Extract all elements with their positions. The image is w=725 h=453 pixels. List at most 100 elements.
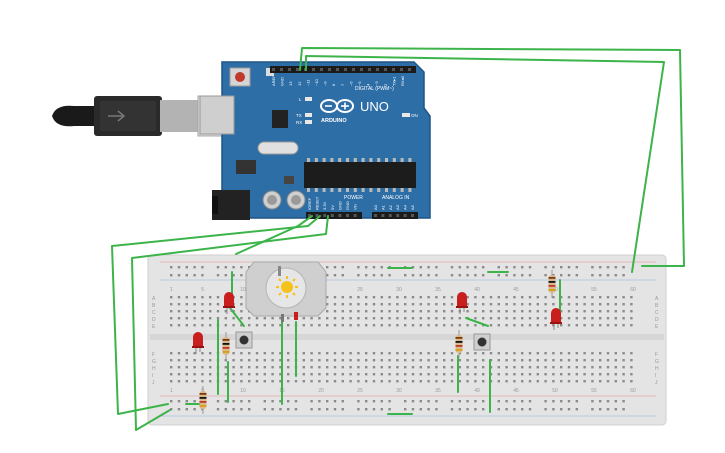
pin-label: TX▸1 <box>391 76 396 86</box>
push-button-1[interactable] <box>235 331 253 349</box>
pin-label: GND <box>280 77 285 86</box>
reset-button-cap[interactable] <box>235 72 245 82</box>
wire-mid-diag[interactable] <box>465 317 489 327</box>
pin-label: ~5 <box>357 81 362 86</box>
row-letter: G <box>655 359 659 365</box>
column-number: 10 <box>240 287 246 293</box>
pin-label: A0 <box>373 204 378 210</box>
row-letter: H <box>655 366 659 372</box>
column-number: 20 <box>318 388 324 394</box>
arduino-uno-board[interactable]: L TX RX ON UNO ARDUINO DIGITAL (PWM~) PO… <box>199 61 431 220</box>
pin-label: GND <box>337 201 342 210</box>
pin-label: ~11 <box>305 79 310 86</box>
pin-label: 5V <box>330 205 335 210</box>
rx-led-label: RX <box>296 120 302 125</box>
breadboard-center-channel <box>150 334 664 340</box>
row-letter: E <box>152 324 156 330</box>
column-number: 55 <box>591 388 597 394</box>
column-number: 55 <box>591 287 597 293</box>
red-led-2[interactable] <box>192 332 204 354</box>
row-letter: F <box>152 352 155 358</box>
pin-label: 7 <box>340 83 345 86</box>
pin-label: Vin <box>353 204 358 210</box>
resistor-1[interactable] <box>222 332 230 360</box>
resistor-4[interactable] <box>548 270 556 298</box>
wire-pin12-to-right-column[interactable] <box>305 55 665 273</box>
row-letter: C <box>152 310 156 316</box>
power-header[interactable] <box>306 212 362 219</box>
column-number: 40 <box>474 287 480 293</box>
board-brand: ARDUINO <box>321 118 347 124</box>
usb-chip <box>272 110 288 128</box>
power-jack <box>212 190 250 220</box>
red-led-1[interactable] <box>223 292 235 314</box>
sun-knob-icon[interactable] <box>276 276 298 298</box>
pin-label: IOREF <box>307 197 312 210</box>
wire-pot-to-arduino[interactable] <box>235 215 313 255</box>
pin-label: GND <box>345 201 350 210</box>
l-led-label: L <box>299 97 302 102</box>
resistor-3[interactable] <box>455 330 463 358</box>
column-number: 35 <box>435 388 441 394</box>
pin-label: 4 <box>366 83 371 86</box>
column-number: 45 <box>513 388 519 394</box>
digital-label: DIGITAL (PWM~) <box>355 86 394 92</box>
pin-label: ~9 <box>323 81 328 86</box>
arduino-logo-icon <box>320 99 354 113</box>
pin-label: A5 <box>410 204 415 210</box>
pin-label: ~6 <box>348 81 353 86</box>
push-button-2[interactable] <box>473 333 491 351</box>
row-letter: B <box>152 303 156 309</box>
row-letter: I <box>152 373 153 379</box>
column-number: 60 <box>630 388 636 394</box>
regulator <box>236 160 256 174</box>
red-led-3[interactable] <box>456 292 468 314</box>
pin-label: 8 <box>331 83 336 86</box>
pin-label: 3.3V <box>322 201 327 210</box>
atmega-chip <box>304 162 416 188</box>
wire-pin13-to-right-rail[interactable] <box>299 47 685 267</box>
tx-led-label: TX <box>296 113 302 118</box>
row-letter: D <box>152 317 156 323</box>
pin-label: A4 <box>403 204 408 210</box>
row-letter: D <box>655 317 659 323</box>
column-number: 25 <box>357 287 363 293</box>
red-led-4[interactable] <box>550 308 562 330</box>
wire-gnd-to-left-rail[interactable] <box>111 215 321 415</box>
resistor-2[interactable] <box>199 386 207 414</box>
pin-label: ~3 <box>374 81 379 86</box>
column-number: 50 <box>552 388 558 394</box>
wire-left-diag[interactable] <box>229 307 245 327</box>
row-letter: A <box>152 296 156 302</box>
on-led-label: ON <box>411 113 418 118</box>
pin-label: ~10 <box>314 78 319 86</box>
row-letter: F <box>655 352 658 358</box>
column-number: 45 <box>513 287 519 293</box>
pin-label: 2 <box>383 83 388 86</box>
usb-jack <box>199 95 235 135</box>
digital-header[interactable] <box>270 66 416 73</box>
row-letter: H <box>152 366 156 372</box>
column-number: 10 <box>240 388 246 394</box>
row-letter: I <box>655 373 656 379</box>
analog-header[interactable] <box>372 212 418 219</box>
column-number: 30 <box>396 287 402 293</box>
analog-label: ANALOG IN <box>382 195 410 201</box>
column-number: 1 <box>170 287 173 293</box>
column-number: 1 <box>170 388 173 394</box>
row-letter: A <box>655 296 659 302</box>
row-letter: J <box>655 380 658 386</box>
potentiometer[interactable] <box>245 261 327 322</box>
row-letter: B <box>655 303 659 309</box>
pin-label: A3 <box>395 204 400 210</box>
crystal <box>257 141 299 155</box>
pin-label: AREF <box>271 75 276 86</box>
pin-label: 12 <box>297 81 302 86</box>
column-number: 30 <box>396 388 402 394</box>
board-model: UNO <box>360 99 389 114</box>
column-number: 60 <box>630 287 636 293</box>
power-label: POWER <box>344 195 363 201</box>
row-letter: E <box>655 324 659 330</box>
wire-5v-to-left-rail[interactable] <box>131 215 329 431</box>
